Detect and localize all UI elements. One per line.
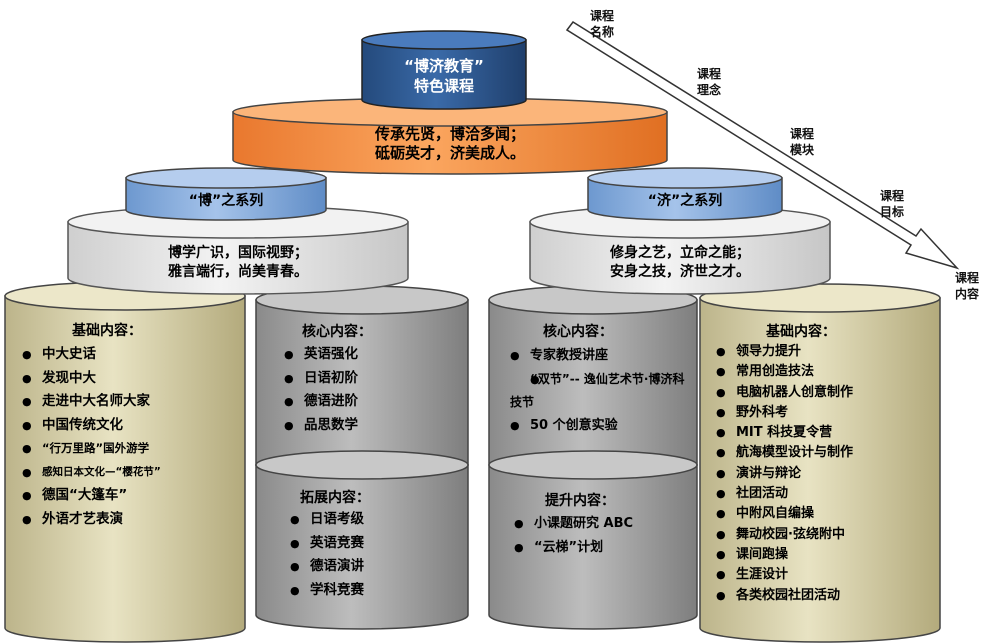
list-item: 中附风自编操 xyxy=(716,504,853,525)
list-item: 德语进阶 xyxy=(284,390,358,414)
list-item: 发现中大 xyxy=(22,367,161,391)
left-extended-heading: 拓展内容： xyxy=(300,490,370,506)
list-item: 英语竞赛 xyxy=(290,532,364,556)
list-item: 航海模型设计与制作 xyxy=(716,443,853,464)
list-item: 英语强化 xyxy=(284,343,358,367)
list-item: 小课题研究 ABC xyxy=(514,512,633,536)
list-item: 生涯设计 xyxy=(716,565,853,586)
list-item: 50 个创意实验 xyxy=(510,414,690,438)
list-item: 日语初阶 xyxy=(284,367,358,391)
arrow-label-line: 理念 xyxy=(697,83,722,97)
arrow-label-line: 内容 xyxy=(955,287,980,301)
arrow-label-line: 课程 xyxy=(697,67,722,81)
arrow-label-goal: 课程 目标 xyxy=(880,188,904,220)
course-title-line1: “博济教育” xyxy=(404,57,484,75)
arrow-label-line: 课程 xyxy=(955,271,980,285)
course-title-line2: 特色课程 xyxy=(413,77,474,95)
right-core-list: 专家教授讲座 “双节”-- 逸仙艺术节·博济科技节 50 个创意实验 xyxy=(510,344,690,437)
list-item: “云梯”计划 xyxy=(514,536,633,560)
list-item: 日语考级 xyxy=(290,508,364,532)
list-item: 感知日本文化—“樱花节” xyxy=(22,461,161,485)
list-item: 德语演讲 xyxy=(290,555,364,579)
level-arrow xyxy=(565,20,960,270)
list-item: 中大史话 xyxy=(22,343,161,367)
list-item: 各类校园社团活动 xyxy=(716,586,853,607)
right-goal-line1: 修身之艺，立命之能； xyxy=(610,245,750,261)
right-basic-list: 领导力提升 常用创造技法 电脑机器人创意制作 野外科考 MIT 科技夏令营 航海… xyxy=(716,342,853,606)
arrow-label-line: 模块 xyxy=(790,143,815,157)
left-series-title: “博”之系列 xyxy=(188,193,264,209)
right-advanced-list: 小课题研究 ABC “云梯”计划 xyxy=(514,512,633,560)
list-item: 演讲与辩论 xyxy=(716,464,853,485)
arrow-label-name: 课程 名称 xyxy=(590,8,614,40)
left-series-cylinder xyxy=(125,167,327,221)
list-item: 中国传统文化 xyxy=(22,414,161,438)
arrow-label-philosophy: 课程 理念 xyxy=(697,66,721,98)
right-series-title: “济”之系列 xyxy=(647,193,723,209)
philosophy-line2: 砥砺英才，济美成人。 xyxy=(374,144,525,162)
left-basic-list: 中大史话 发现中大 走进中大名师大家 中国传统文化 “行万里路”国外游学 感知日… xyxy=(22,343,161,531)
arrow-label-line: 课程 xyxy=(880,189,905,203)
arrow-label-line: 名称 xyxy=(590,25,615,39)
list-item: 外语才艺表演 xyxy=(22,508,161,532)
title-cylinder xyxy=(361,30,527,110)
right-advanced-heading: 提升内容： xyxy=(545,493,615,509)
list-item: 野外科考 xyxy=(716,403,853,424)
arrow-label-line: 课程 xyxy=(590,9,615,23)
right-basic-heading: 基础内容： xyxy=(766,324,836,340)
left-core-heading: 核心内容： xyxy=(302,324,372,340)
left-extended-list: 日语考级 英语竞赛 德语演讲 学科竞赛 xyxy=(290,508,364,602)
left-basic-heading: 基础内容： xyxy=(72,323,142,339)
list-item: 专家教授讲座 xyxy=(510,344,690,368)
arrow-label-content: 课程 内容 xyxy=(955,270,979,302)
course-philosophy: 传承先贤，博洽多闻； 砥砺英才，济美成人。 xyxy=(233,125,667,163)
list-item: 品思数学 xyxy=(284,414,358,438)
list-item: 社团活动 xyxy=(716,484,853,505)
list-item: 课间跑操 xyxy=(716,545,853,566)
list-item: 走进中大名师大家 xyxy=(22,390,161,414)
right-series-cylinder xyxy=(587,167,783,221)
list-item: 学科竞赛 xyxy=(290,579,364,603)
list-item: 德国“大篷车” xyxy=(22,484,161,508)
philosophy-line1: 传承先贤，博洽多闻； xyxy=(374,125,525,143)
list-item: “双节”-- 逸仙艺术节·博济科技节 xyxy=(510,368,690,414)
list-item: “行万里路”国外游学 xyxy=(22,437,161,461)
left-goal: 博学广识，国际视野； 雅言端行，尚美青春。 xyxy=(68,244,408,282)
list-item: 常用创造技法 xyxy=(716,362,853,383)
philosophy-cylinder xyxy=(232,97,668,175)
right-core-heading: 核心内容： xyxy=(543,324,613,340)
list-item: 领导力提升 xyxy=(716,342,853,363)
left-goal-line1: 博学广识，国际视野； xyxy=(168,245,308,261)
left-core-list: 英语强化 日语初阶 德语进阶 品思数学 xyxy=(284,343,358,437)
right-goal: 修身之艺，立命之能； 安身之技，济世之才。 xyxy=(530,244,830,282)
arrow-label-line: 目标 xyxy=(880,205,905,219)
arrow-label-module: 课程 模块 xyxy=(790,126,814,158)
right-goal-line2: 安身之技，济世之才。 xyxy=(610,264,750,280)
course-title: “博济教育” 特色课程 xyxy=(362,56,526,96)
left-goal-line2: 雅言端行，尚美青春。 xyxy=(168,264,308,280)
arrow-label-line: 课程 xyxy=(790,127,815,141)
list-item: MIT 科技夏令营 xyxy=(716,423,853,444)
list-item: 电脑机器人创意制作 xyxy=(716,383,853,404)
list-item: 舞动校园·弦绕附中 xyxy=(716,525,853,546)
